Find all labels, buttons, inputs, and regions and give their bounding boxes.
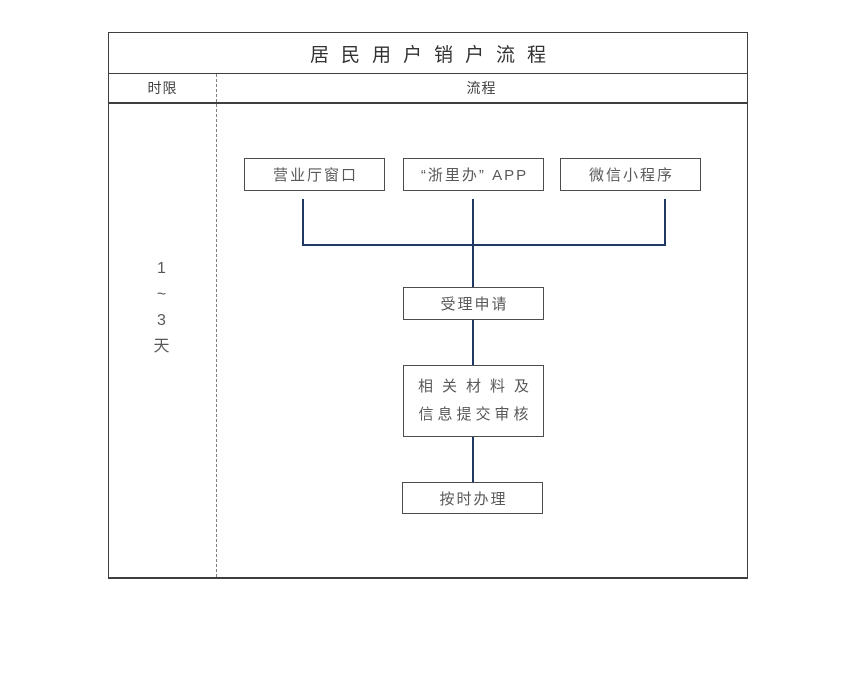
step-box-label-line2: 信息提交审核 — [418, 406, 533, 423]
page-title: 居民用户销户流程 — [309, 44, 558, 66]
time-limit-line: 天 — [153, 338, 170, 355]
channel-box-wechat-miniprogram: 微信小程序 — [560, 158, 701, 191]
connector-app-down — [472, 199, 474, 287]
channel-box-zheliban-app: “浙里办” APP — [403, 158, 544, 191]
step-box-label: 按时办理 — [439, 490, 508, 508]
step-box-material-review: 相关材料及 信息提交审核 — [403, 365, 544, 437]
time-limit-line: 3 — [157, 312, 166, 329]
connector-merge-horizontal — [302, 244, 666, 246]
connector-wechat-down — [664, 199, 666, 245]
step-box-process-on-time: 按时办理 — [402, 482, 543, 514]
channel-box-label: 微信小程序 — [588, 167, 674, 184]
channel-box-business-hall: 营业厅窗口 — [244, 158, 385, 191]
header-row: 时限 流程 — [109, 74, 747, 104]
header-cell-time-limit: 时限 — [147, 80, 178, 96]
connector-review-to-process — [472, 437, 474, 482]
column-divider — [216, 74, 217, 577]
header-cell-process: 流程 — [466, 80, 497, 96]
channel-box-label: “浙里办” APP — [420, 167, 529, 184]
time-limit-line: 1 — [157, 260, 166, 277]
time-limit-label: 1 ~ 3 天 — [108, 256, 215, 360]
title-row: 居民用户销户流程 — [109, 33, 747, 74]
channel-box-label: 营业厅窗口 — [272, 167, 358, 184]
step-box-label: 受理申请 — [440, 296, 509, 313]
step-box-label-line1: 相关材料及 — [417, 378, 538, 395]
time-limit-line: ~ — [156, 286, 167, 303]
connector-accept-to-review — [472, 320, 474, 365]
connector-hall-down — [302, 199, 304, 245]
step-box-accept-application: 受理申请 — [403, 287, 544, 320]
